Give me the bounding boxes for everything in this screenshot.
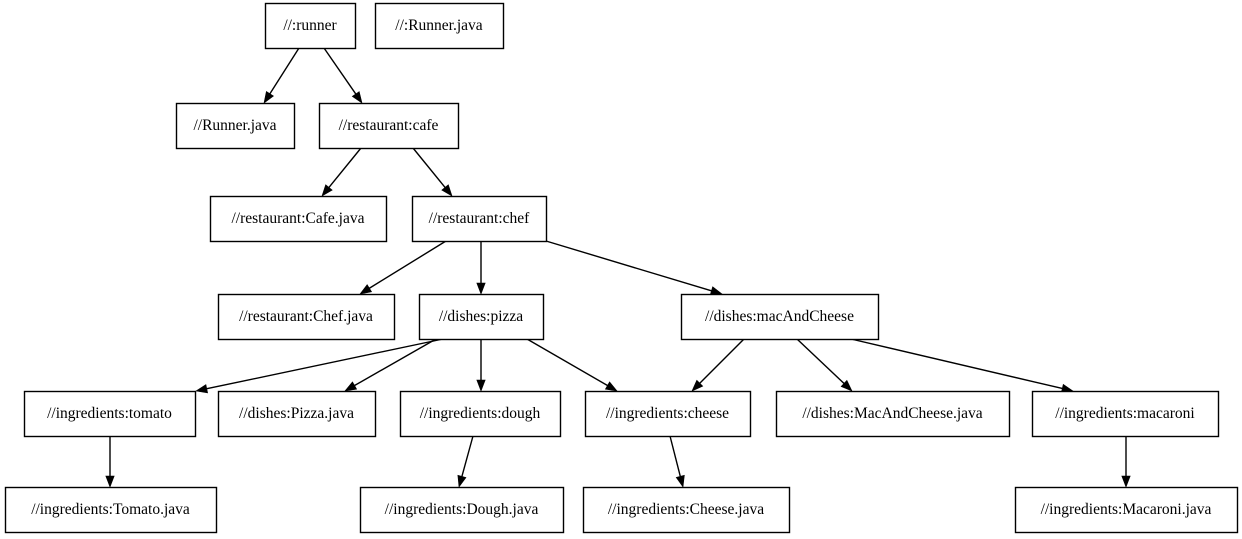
node-box[interactable] <box>399 390 562 438</box>
graph-edge <box>526 338 618 392</box>
graph-edge <box>457 435 474 488</box>
graph-node-chef_java[interactable]: //restaurant:Chef.java <box>217 293 396 341</box>
arrowhead-icon <box>263 90 274 104</box>
node-label: //ingredients:dough <box>420 405 541 422</box>
node-label: //:runner <box>283 17 337 34</box>
arrowhead-icon <box>840 379 853 392</box>
graph-edge <box>321 147 362 197</box>
node-box[interactable] <box>217 390 377 438</box>
graph-node-runner[interactable]: //:runner <box>264 2 357 50</box>
node-label: //restaurant:cafe <box>339 117 439 134</box>
graph-node-ing_tomato[interactable]: //ingredients:tomato <box>23 390 197 438</box>
node-box[interactable] <box>23 390 197 438</box>
node-label: //dishes:macAndCheese <box>705 308 854 325</box>
node-box[interactable] <box>374 2 505 50</box>
arrowhead-icon <box>675 474 685 488</box>
node-label: //ingredients:macaroni <box>1055 405 1195 422</box>
arrowhead-icon <box>195 384 209 394</box>
node-label: //ingredients:tomato <box>47 405 172 422</box>
node-box[interactable] <box>359 486 565 534</box>
graph-node-cafe_java[interactable]: //restaurant:Cafe.java <box>209 195 388 243</box>
node-label: //restaurant:Cafe.java <box>232 210 365 227</box>
arrowhead-icon <box>604 381 618 392</box>
arrowhead-icon <box>441 184 453 197</box>
node-box[interactable] <box>1014 486 1239 534</box>
node-label: //restaurant:chef <box>429 210 531 227</box>
graph-node-dishes_pizza[interactable]: //dishes:pizza <box>418 293 545 341</box>
arrowhead-icon <box>359 284 373 295</box>
node-box[interactable] <box>582 486 791 534</box>
graph-edge <box>359 240 447 295</box>
graph-node-ing_dough[interactable]: //ingredients:dough <box>399 390 562 438</box>
graph-edge <box>669 435 685 488</box>
graph-edge <box>323 47 363 104</box>
node-box[interactable] <box>775 390 1011 438</box>
graph-node-ing_cheese[interactable]: //ingredients:cheese <box>584 390 752 438</box>
arrowhead-icon <box>476 282 486 295</box>
graph-node-mac_java[interactable]: //dishes:MacAndCheese.java <box>775 390 1011 438</box>
node-box[interactable] <box>1031 390 1220 438</box>
node-label: //:Runner.java <box>395 17 483 34</box>
node-box[interactable] <box>264 2 357 50</box>
graph-node-runner_java[interactable]: //Runner.java <box>175 102 296 150</box>
graph-edge <box>1121 436 1131 488</box>
node-box[interactable] <box>209 195 388 243</box>
node-box[interactable] <box>584 390 752 438</box>
node-label: //ingredients:Dough.java <box>385 501 539 518</box>
arrowhead-icon <box>709 286 723 296</box>
node-box[interactable] <box>411 195 548 243</box>
arrowhead-icon <box>1121 475 1131 488</box>
graph-edges-layer <box>105 47 1131 488</box>
graph-edge <box>344 338 437 392</box>
node-label: //ingredients:Cheese.java <box>608 501 764 518</box>
graph-nodes-layer: //:runner //:Runner.java //Runner.java //re… <box>4 2 1239 534</box>
graph-edge <box>796 338 853 392</box>
node-box[interactable] <box>318 102 460 150</box>
arrowhead-icon <box>457 474 467 488</box>
graph-edge <box>545 240 723 296</box>
graph-edge <box>691 338 745 392</box>
graph-edge <box>850 338 1074 393</box>
arrowhead-icon <box>476 379 486 392</box>
node-label: //dishes:pizza <box>439 308 523 325</box>
node-box[interactable] <box>4 486 218 534</box>
arrowhead-icon <box>344 381 358 392</box>
graph-node-pizza_java[interactable]: //dishes:Pizza.java <box>217 390 377 438</box>
graph-node-ing_macaroni[interactable]: //ingredients:macaroni <box>1031 390 1220 438</box>
graph-node-cheese_java[interactable]: //ingredients:Cheese.java <box>582 486 791 534</box>
arrowhead-icon <box>351 91 363 104</box>
node-box[interactable] <box>418 293 545 341</box>
graph-node-restaurant_cafe[interactable]: //restaurant:cafe <box>318 102 460 150</box>
arrowhead-icon <box>105 475 115 488</box>
node-box[interactable] <box>175 102 296 150</box>
graph-node-macaroni_java[interactable]: //ingredients:Macaroni.java <box>1014 486 1239 534</box>
graph-edge <box>195 338 444 394</box>
arrowhead-icon <box>691 379 704 392</box>
node-label: //dishes:MacAndCheese.java <box>802 405 982 422</box>
node-label: //ingredients:cheese <box>606 405 729 422</box>
node-box[interactable] <box>680 293 880 341</box>
node-label: //dishes:Pizza.java <box>239 405 354 422</box>
arrowhead-icon <box>321 184 333 197</box>
graph-node-dishes_mac[interactable]: //dishes:macAndCheese <box>680 293 880 341</box>
graph-node-runner_java_root[interactable]: //:Runner.java <box>374 2 505 50</box>
node-box[interactable] <box>217 293 396 341</box>
graph-node-tomato_java[interactable]: //ingredients:Tomato.java <box>4 486 218 534</box>
node-label: //ingredients:Tomato.java <box>31 501 190 518</box>
node-label: //ingredients:Macaroni.java <box>1041 501 1212 518</box>
graph-node-restaurant_chef[interactable]: //restaurant:chef <box>411 195 548 243</box>
graph-edge <box>476 241 486 295</box>
graph-node-dough_java[interactable]: //ingredients:Dough.java <box>359 486 565 534</box>
graph-edge <box>412 147 453 197</box>
graph-edge <box>105 436 115 488</box>
node-label: //Runner.java <box>193 117 276 134</box>
graph-edge <box>476 339 486 392</box>
node-label: //restaurant:Chef.java <box>239 308 373 325</box>
graph-edge <box>263 47 300 104</box>
